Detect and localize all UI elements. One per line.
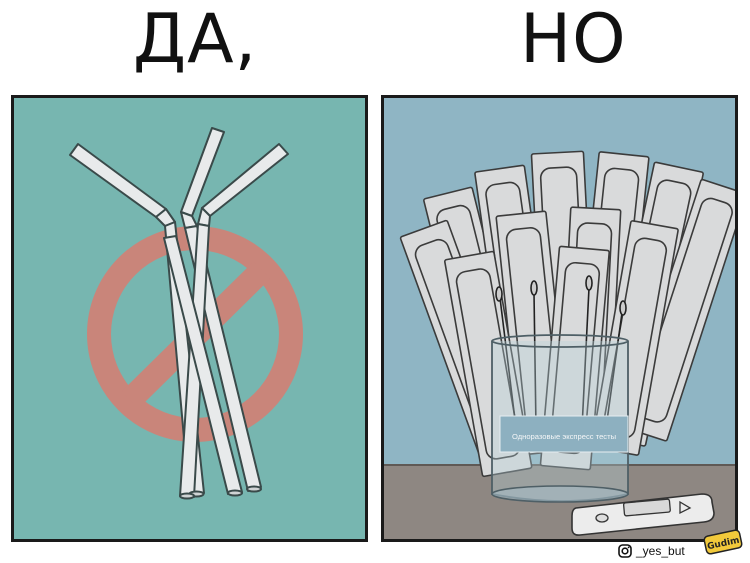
instagram-icon bbox=[618, 544, 632, 558]
tests-illustration bbox=[384, 150, 735, 539]
credit-handle: _yes_but bbox=[636, 544, 685, 558]
glass-jar bbox=[491, 334, 629, 503]
test-packets-icon bbox=[399, 150, 735, 478]
yes-panel bbox=[11, 95, 368, 542]
straws-icon bbox=[69, 127, 289, 500]
left-title: ДА, bbox=[133, 0, 258, 79]
author-credit[interactable]: _yes_but bbox=[618, 542, 685, 560]
straws-illustration bbox=[69, 127, 303, 500]
right-title: НО bbox=[520, 0, 627, 79]
test-cassette-icon bbox=[571, 493, 715, 536]
jar-label bbox=[499, 415, 629, 453]
but-panel: Одноразовые экспресс тесты bbox=[381, 95, 738, 542]
jar-label-text: Одноразовые экспресс тесты bbox=[511, 432, 617, 441]
gudim-logo: Gudim bbox=[702, 527, 744, 561]
